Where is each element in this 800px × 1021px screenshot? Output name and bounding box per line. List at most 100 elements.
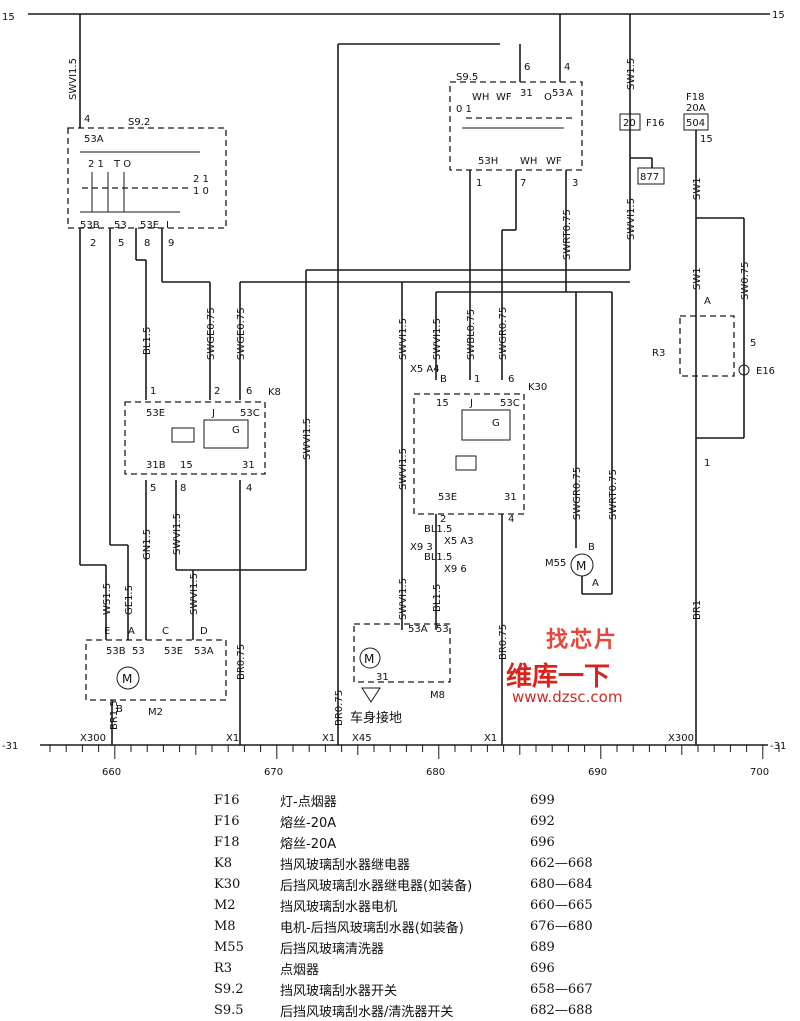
motor-m2: WS1.5 GE1.5 SWVI1.5 E A C D 53B 53 53E 5… xyxy=(85,573,227,745)
rail-31-right-label: -31 xyxy=(770,741,786,752)
wire-label: BL1.5 xyxy=(432,584,443,612)
pin-label: 6 xyxy=(508,374,514,385)
terminal-label: 31B xyxy=(146,460,166,471)
terminal-label: 53 xyxy=(552,88,565,99)
watermark-line-3: www.dzsc.com xyxy=(512,688,623,706)
wire-label: BL1.5 xyxy=(424,552,452,563)
terminal-label: 53B xyxy=(80,220,100,231)
wire-label: SWBL0.75 xyxy=(466,309,477,360)
terminal-label: 53A xyxy=(84,134,104,145)
wire-label: SWVI1.5 xyxy=(398,318,409,360)
legend-ref: 689 xyxy=(530,940,555,955)
k30-label: K30 xyxy=(528,382,547,393)
ground-x45: X45 xyxy=(352,733,372,744)
terminal-label: 53A xyxy=(408,624,428,635)
wire-label: BR1.5 xyxy=(109,700,120,730)
terminal-label: 53E xyxy=(146,408,165,419)
legend-ref: 662—668 xyxy=(530,856,593,871)
wire-label: SWVI1.5 xyxy=(432,318,443,360)
ground-x1-a: X1 xyxy=(226,733,239,744)
terminal-label: 53E xyxy=(140,220,159,231)
legend-code: K30 xyxy=(214,877,241,892)
legend-ref: 692 xyxy=(530,814,555,829)
terminal-label: J xyxy=(211,408,215,419)
pin-label: 8 xyxy=(144,238,150,249)
legend-ref: 676—680 xyxy=(530,919,593,934)
m55-label: M55 xyxy=(545,558,566,569)
legend-code: F16 xyxy=(214,814,240,829)
rail-15-right-label: 15 xyxy=(772,10,785,21)
wire-label: SW1 xyxy=(692,267,703,290)
e16-label: E16 xyxy=(756,366,775,377)
wire-label: SWRT0.75 xyxy=(562,209,573,260)
legend-ref: 699 xyxy=(530,793,555,808)
wire-label: GN1.5 xyxy=(142,529,153,560)
connector-label: X9 6 xyxy=(444,564,467,575)
wire-label: SWVI1.5 xyxy=(398,448,409,490)
legend-desc: 电机-后挡风玻璃刮水器(如装备) xyxy=(280,921,464,936)
terminal-label: 53 xyxy=(436,624,449,635)
terminal-label: 15 xyxy=(436,398,449,409)
terminal-label: 53A xyxy=(194,646,214,657)
pin-label: 5 xyxy=(150,483,156,494)
legend-desc: 挡风玻璃刮水器开关 xyxy=(280,984,398,999)
legend-ref: 658—667 xyxy=(530,982,593,997)
legend-desc: 灯-点烟器 xyxy=(280,795,337,810)
terminal-label: D xyxy=(200,626,208,637)
wiring-diagram: 15 15 -31 -31 660 670 680 690 700 X300 X… xyxy=(2,10,786,778)
rail-15: 15 15 xyxy=(2,10,785,23)
washer-m55: SWGR0.75 B M M55 A SWRT0.75 xyxy=(545,292,619,595)
wire-label: SWRT0.75 xyxy=(608,469,619,520)
terminal-label: B xyxy=(116,704,123,715)
terminal-label: 31 xyxy=(520,88,533,99)
wire-label: BR1 xyxy=(692,600,703,620)
connector-label: X5 A4 xyxy=(410,364,440,375)
ground-label: 车身接地 xyxy=(350,710,402,726)
terminal-label: WF xyxy=(546,156,562,167)
scale-label-680: 680 xyxy=(426,767,445,778)
pin-label: 9 xyxy=(168,238,174,249)
pin-label: 2 xyxy=(214,386,220,397)
relay-k8: K8 1 2 6 53E J 53C G 31B 15 31 5 8 4 xyxy=(124,386,281,494)
terminal-label: 53E xyxy=(438,492,457,503)
legend-ref: 660—665 xyxy=(530,898,593,913)
ground-x1-b: X1 xyxy=(322,733,335,744)
wire-label: SWGE0.75 xyxy=(236,307,247,360)
terminal-label: 1 0 xyxy=(193,186,209,197)
wire-label: SWVI1.5 xyxy=(398,578,409,620)
wire-label: BR0.75 xyxy=(334,690,345,726)
wire-label: BL1.5 xyxy=(424,524,452,535)
pin-label: 4 xyxy=(84,114,90,125)
wire-label: GE1.5 xyxy=(124,585,135,615)
legend-desc: 后挡风玻璃刮水器继电器(如装备) xyxy=(280,879,473,894)
wire-label: WS1.5 xyxy=(102,583,113,615)
terminal-label: A xyxy=(566,88,573,99)
relay-877-label: 877 xyxy=(640,172,659,183)
terminal-label: E xyxy=(104,626,110,637)
pin-label: 8 xyxy=(180,483,186,494)
fuse-f18: F18 20A 504 15 SW1 SW1 SW0.75 A R3 5 E16… xyxy=(652,92,775,745)
terminal-label: G xyxy=(232,425,240,436)
legend-code: S9.2 xyxy=(214,982,244,997)
terminal-label: A xyxy=(128,626,135,637)
wire-label: SWVI1.5 xyxy=(302,418,313,460)
terminal-label: 2 1 xyxy=(88,159,104,170)
rail-31: -31 -31 660 670 680 690 700 X300 X1 X1 X… xyxy=(2,733,786,778)
terminal-label: 15 xyxy=(180,460,193,471)
watermark-line-2: 维库一下 xyxy=(506,662,611,692)
terminal-label: WH xyxy=(520,156,537,167)
legend-ref: 696 xyxy=(530,961,555,976)
s9-5-label: S9.5 xyxy=(456,72,478,83)
f18-fuse-box: 504 xyxy=(686,118,705,129)
wire-label: BL1.5 xyxy=(142,327,153,355)
wire-label: SWGE0.75 xyxy=(206,307,217,360)
terminal-label: 2 1 xyxy=(193,174,209,185)
